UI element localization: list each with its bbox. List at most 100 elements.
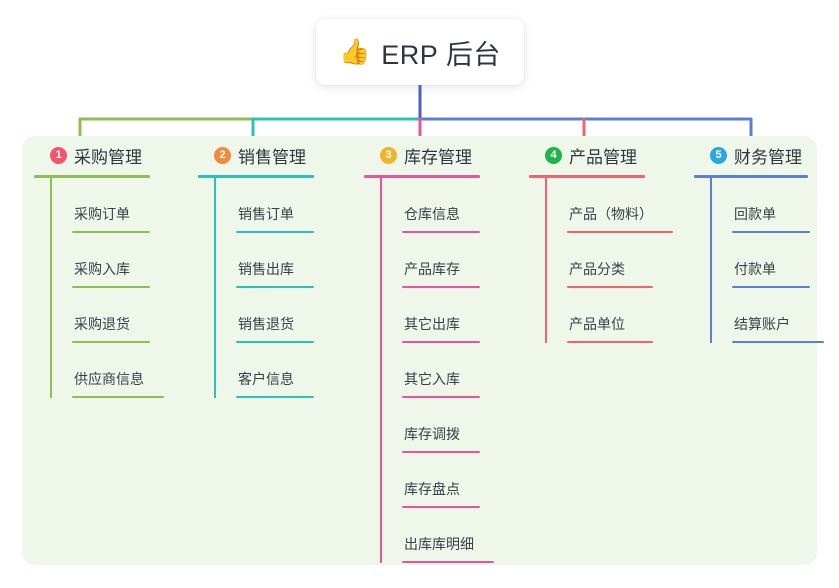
branch-item-label: 销售退货 (238, 316, 294, 332)
branch-header[interactable]: 4 产品管理 (529, 143, 645, 168)
branch-item-label: 回款单 (734, 206, 776, 222)
branch-label: 财务管理 (734, 148, 802, 167)
branch-item[interactable]: 仓库信息 (402, 178, 480, 233)
branch-item[interactable]: 库存盘点 (402, 453, 480, 508)
branch-item-underline (72, 286, 150, 288)
branch-children: 回款单付款单结算账户 (710, 178, 824, 343)
branch-item[interactable]: 销售订单 (236, 178, 314, 233)
branch-item[interactable]: 采购退货 (72, 288, 150, 343)
branch-item-underline (732, 231, 810, 233)
branch-spine (710, 178, 712, 343)
branch-item[interactable]: 其它出库 (402, 288, 480, 343)
branch-item-underline (402, 451, 480, 453)
branch-item-underline (402, 396, 480, 398)
branch-item[interactable]: 产品单位 (567, 288, 653, 343)
branch-column: 5 财务管理回款单付款单结算账户 (694, 143, 824, 343)
branch-item-underline (402, 286, 480, 288)
branch-item-label: 产品（物料） (569, 206, 653, 222)
root-node-card[interactable]: 👍 ERP 后台 (316, 19, 524, 85)
branch-children: 销售订单销售出库销售退货客户信息 (214, 178, 314, 398)
branch-item[interactable]: 销售出库 (236, 233, 314, 288)
branch-label: 产品管理 (569, 148, 637, 167)
branch-header-underline (34, 175, 150, 178)
thumbs-up-icon: 👍 (339, 37, 371, 66)
branch-column: 4 产品管理产品（物料） 产品分类产品单位 (529, 143, 673, 343)
branch-header-underline (364, 175, 480, 178)
root-title: ERP 后台 (381, 39, 501, 70)
branch-spine (380, 178, 382, 563)
branch-item[interactable]: 产品（物料） (567, 178, 673, 233)
branch-item-underline (236, 231, 314, 233)
branch-item-underline (72, 396, 164, 398)
branch-item[interactable]: 其它入库 (402, 343, 480, 398)
branch-item[interactable]: 供应商信息 (72, 343, 164, 398)
branch-item-label: 产品分类 (569, 261, 625, 277)
branch-header-underline (529, 175, 645, 178)
branch-column: 3 库存管理仓库信息产品库存其它出库其它入库库存调拨库存盘点出库库明细 (364, 143, 494, 563)
branch-item-label: 其它入库 (404, 371, 460, 387)
branch-item-underline (236, 341, 314, 343)
branch-number-badge: 4 (545, 147, 562, 164)
branch-item-underline (72, 231, 150, 233)
branch-header-underline (198, 175, 314, 178)
branch-spine (50, 178, 52, 398)
branch-header[interactable]: 3 库存管理 (364, 143, 480, 168)
branch-item-label: 结算账户 (734, 316, 790, 332)
branch-item-underline (402, 561, 494, 563)
branch-item-label: 产品库存 (404, 261, 460, 277)
branch-number-badge: 3 (380, 147, 397, 164)
diagram-panel (22, 136, 817, 565)
branch-item-label: 销售出库 (238, 261, 294, 277)
branch-item-label: 仓库信息 (404, 206, 460, 222)
branch-item-label: 其它出库 (404, 316, 460, 332)
branch-item[interactable]: 回款单 (732, 178, 810, 233)
branch-spine (214, 178, 216, 398)
branch-header[interactable]: 1 采购管理 (34, 143, 150, 168)
branch-label: 采购管理 (74, 148, 142, 167)
branch-number-badge: 5 (710, 147, 727, 164)
branch-item-label: 出库库明细 (404, 536, 474, 552)
branch-column: 1 采购管理采购订单采购入库采购退货供应商信息 (34, 143, 164, 398)
branch-item[interactable]: 采购入库 (72, 233, 150, 288)
branch-item-label: 采购订单 (74, 206, 130, 222)
branch-label: 销售管理 (238, 148, 306, 167)
branch-item-label: 库存调拨 (404, 426, 460, 442)
branch-label: 库存管理 (404, 148, 472, 167)
branch-item[interactable]: 销售退货 (236, 288, 314, 343)
branch-item-underline (402, 341, 480, 343)
branch-spine (545, 178, 547, 343)
branch-item-label: 付款单 (734, 261, 776, 277)
branch-item-label: 采购退货 (74, 316, 130, 332)
branch-item[interactable]: 产品分类 (567, 233, 653, 288)
branch-header[interactable]: 5 财务管理 (694, 143, 808, 168)
branch-item-label: 客户信息 (238, 371, 294, 387)
branch-column: 2 销售管理销售订单销售出库销售退货客户信息 (198, 143, 314, 398)
branch-item[interactable]: 结算账户 (732, 288, 824, 343)
branch-item-label: 产品单位 (569, 316, 625, 332)
branch-item-underline (402, 506, 480, 508)
branch-item-underline (732, 286, 810, 288)
branch-item[interactable]: 采购订单 (72, 178, 150, 233)
branch-item-label: 库存盘点 (404, 481, 460, 497)
branch-item[interactable]: 产品库存 (402, 233, 480, 288)
branch-item[interactable]: 库存调拨 (402, 398, 480, 453)
branch-children: 产品（物料） 产品分类产品单位 (545, 178, 673, 343)
branch-item-underline (236, 396, 314, 398)
branch-header[interactable]: 2 销售管理 (198, 143, 314, 168)
branch-item-underline (72, 341, 150, 343)
branch-item[interactable]: 出库库明细 (402, 508, 494, 563)
branch-children: 采购订单采购入库采购退货供应商信息 (50, 178, 164, 398)
branch-item[interactable]: 付款单 (732, 233, 810, 288)
branch-number-badge: 2 (214, 147, 231, 164)
branch-number-badge: 1 (50, 147, 67, 164)
branch-header-underline (694, 175, 808, 178)
branch-item-underline (732, 341, 824, 343)
branch-item-underline (567, 231, 673, 233)
branch-item-underline (236, 286, 314, 288)
branch-item-underline (567, 341, 653, 343)
branch-item-underline (567, 286, 653, 288)
branch-item[interactable]: 客户信息 (236, 343, 314, 398)
branch-item-label: 供应商信息 (74, 371, 144, 387)
branch-item-label: 销售订单 (238, 206, 294, 222)
